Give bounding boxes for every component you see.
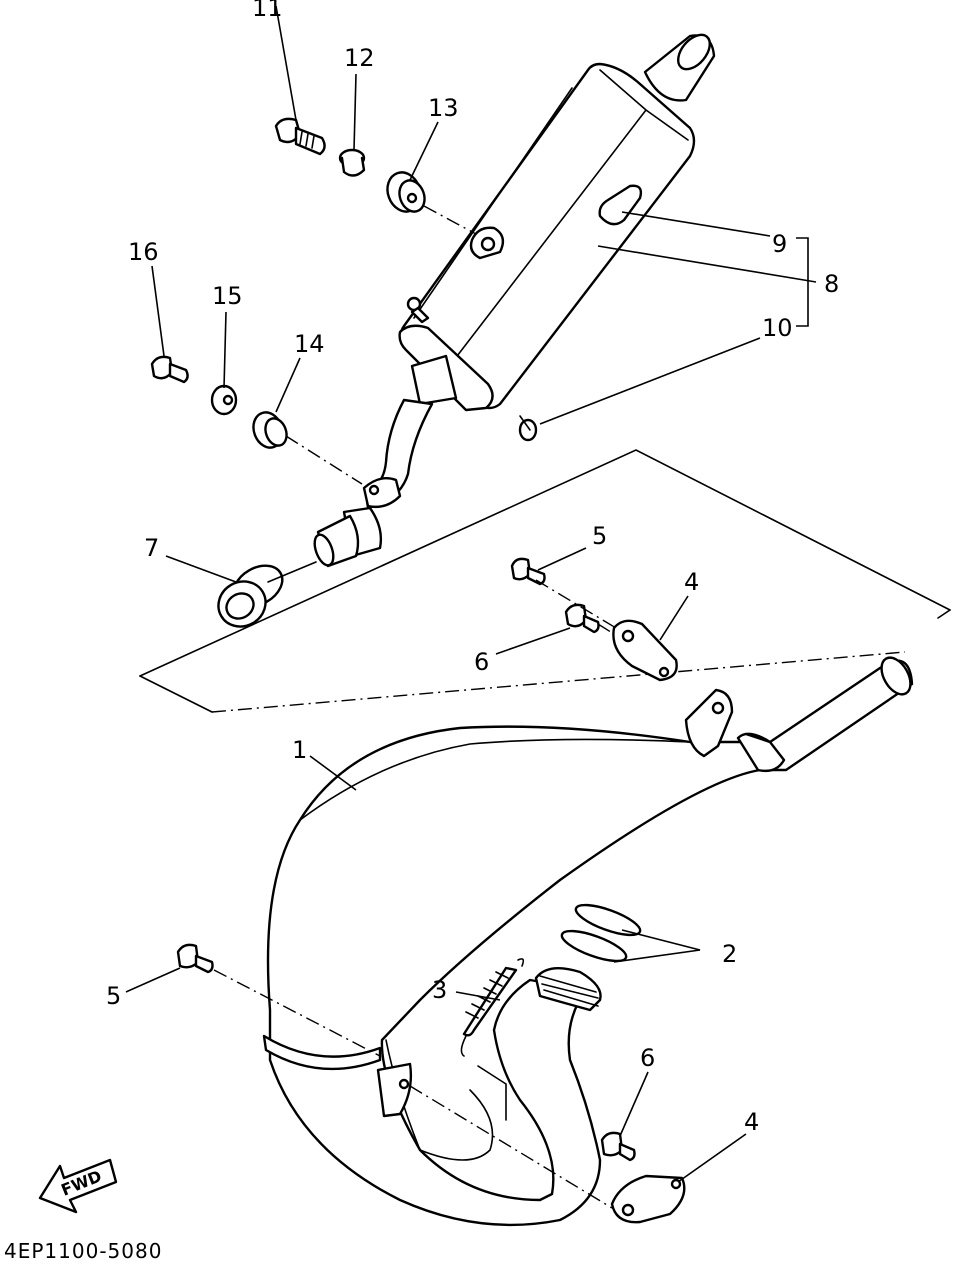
callout-1: 1 bbox=[292, 736, 307, 764]
callout-14: 14 bbox=[294, 330, 325, 358]
bolt-5-lower bbox=[176, 943, 214, 974]
callout-6-lower: 6 bbox=[640, 1044, 655, 1072]
callout-4-lower: 4 bbox=[744, 1108, 759, 1136]
washer-15 bbox=[210, 384, 238, 416]
silencer bbox=[313, 33, 716, 568]
exhaust-pipe bbox=[262, 656, 914, 1227]
callout-2: 2 bbox=[722, 940, 737, 968]
callout-5-upper: 5 bbox=[592, 522, 607, 550]
callout-15: 15 bbox=[212, 282, 243, 310]
grommet-14 bbox=[252, 411, 288, 449]
callout-10: 10 bbox=[762, 314, 793, 342]
bolt-6-lower bbox=[600, 1131, 636, 1162]
bolt-5-upper bbox=[510, 557, 546, 586]
bolt-16 bbox=[150, 355, 189, 384]
screw-10 bbox=[518, 415, 538, 442]
seal-7 bbox=[217, 564, 284, 628]
spring-3 bbox=[460, 958, 525, 1057]
diagram-code: 4EP1100-5080 bbox=[4, 1239, 162, 1263]
exploded-view-box bbox=[139, 449, 951, 713]
callout-13: 13 bbox=[428, 94, 459, 122]
callout-6-upper: 6 bbox=[474, 648, 489, 676]
gasket-2 bbox=[560, 903, 642, 963]
callout-3: 3 bbox=[432, 976, 447, 1004]
callout-8: 8 bbox=[824, 270, 839, 298]
callout-labels: 11 12 13 16 15 14 9 8 10 5 7 4 6 1 2 3 5… bbox=[106, 0, 839, 1136]
bracket-4-lower bbox=[610, 1174, 686, 1224]
callout-9: 9 bbox=[772, 230, 787, 258]
grommet-13 bbox=[386, 171, 426, 213]
assembly-lines bbox=[213, 205, 617, 1209]
collar-12 bbox=[338, 148, 366, 177]
callout-11: 11 bbox=[252, 0, 283, 22]
callout-7: 7 bbox=[144, 534, 159, 562]
leader-lines bbox=[125, 5, 817, 1183]
bracket-4-upper bbox=[612, 619, 678, 682]
bolt-11 bbox=[274, 117, 326, 156]
bolt-6-upper bbox=[564, 603, 600, 634]
callout-4-upper: 4 bbox=[684, 568, 699, 596]
callout-16: 16 bbox=[128, 238, 159, 266]
fwd-arrow: FWD bbox=[38, 1158, 118, 1214]
callout-12: 12 bbox=[344, 44, 375, 72]
callout-5-lower: 5 bbox=[106, 982, 121, 1010]
